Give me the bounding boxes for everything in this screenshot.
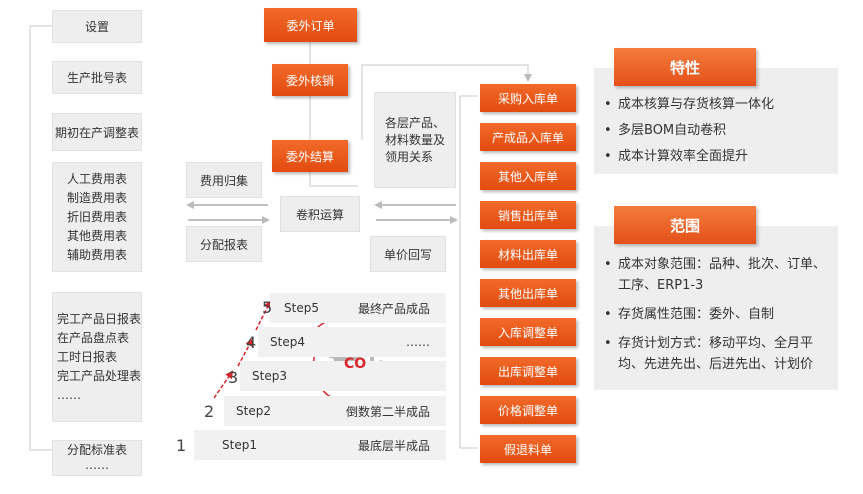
initial-wip-label: 期初在产调整表 (54, 125, 139, 140)
batch-table-box[interactable]: 生产批号表 (52, 61, 142, 94)
multilevel-line: 材料数量及 (385, 132, 446, 147)
outsource-settlement-box[interactable]: 委外结算 (272, 140, 348, 172)
features-list: 成本核算与存货核算一体化 多层BOM自动卷积 成本计算效率全面提升 (604, 92, 774, 170)
step-row-3: Step3 (240, 361, 446, 391)
doc-label: 其他入库单 (497, 169, 558, 184)
scope-item: 存货属性范围：委外、自制 (604, 304, 832, 325)
daily-report-item: 完工产品日报表 (57, 311, 142, 326)
step-row-5: Step5 最终产品成品 (270, 293, 446, 323)
doc-purchase-receipt[interactable]: 采购入库单 (480, 84, 576, 112)
scope-item: 存货计划方式：移动平均、全月平均、先进先出、后进先出、计划价 (604, 333, 832, 375)
step-number: 4 (246, 333, 257, 352)
initial-wip-box[interactable]: 期初在产调整表 (52, 113, 142, 151)
settings-label: 设置 (84, 20, 109, 34)
daily-report-item: …… (57, 387, 81, 402)
top-doc-connector (361, 64, 532, 140)
daily-report-item: 完工产品处理表 (57, 368, 142, 383)
daily-report-item: 在产品盘点表 (57, 330, 130, 345)
left-bracket-line (29, 25, 52, 451)
expense-table-item: 折旧费用表 (67, 209, 128, 224)
expense-table-item: 辅助费用表 (67, 247, 128, 262)
step-result: 最底层半成品 (357, 438, 430, 453)
batch-table-label: 生产批号表 (66, 71, 127, 85)
unit-price-writeback-label: 单价回写 (383, 247, 432, 262)
allocation-report-box[interactable]: 分配报表 (186, 226, 262, 262)
daily-report-item: 工时日报表 (57, 349, 118, 364)
doc-label: 入库调整单 (497, 325, 558, 340)
settings-box[interactable]: 设置 (52, 10, 142, 43)
doc-label: 材料出库单 (497, 247, 558, 262)
features-title-text: 特性 (669, 58, 700, 77)
doc-sales-issue[interactable]: 销售出库单 (480, 201, 576, 229)
cost-attribution-box[interactable]: 费用归集 (186, 162, 262, 198)
doc-label: 价格调整单 (497, 403, 558, 418)
scope-title-text: 范围 (669, 216, 700, 235)
doc-receipt-adjust[interactable]: 入库调整单 (480, 318, 576, 346)
daily-reports-box[interactable]: 完工产品日报表 在产品盘点表 工时日报表 完工产品处理表 …… (52, 292, 142, 422)
gear-label: CO (344, 356, 367, 372)
doc-other-receipt[interactable]: 其他入库单 (480, 162, 576, 190)
scope-title: 范围 (614, 206, 756, 244)
multilevel-line: 领用关系 (385, 149, 434, 164)
features-title: 特性 (614, 48, 756, 86)
step-number: 2 (204, 402, 215, 421)
cost-attribution-label: 费用归集 (199, 173, 248, 188)
outsource-settlement-label: 委外结算 (285, 149, 334, 164)
allocation-std-more: …… (85, 458, 109, 472)
allocation-report-label: 分配报表 (199, 237, 248, 252)
step-number: 5 (262, 298, 273, 317)
step-result: 倒数第二半成品 (345, 404, 430, 419)
doc-label: 产成品入库单 (491, 130, 564, 145)
scope-list: 成本对象范围：品种、批次、订单、工序、ERP1-3 存货属性范围：委外、自制 存… (604, 254, 832, 375)
doc-label: 采购入库单 (497, 91, 558, 106)
step-row-1: Step1 最底层半成品 (194, 430, 446, 460)
step-label: Step3 (252, 369, 287, 383)
step-label: Step5 (284, 301, 319, 315)
step-label: Step1 (222, 438, 257, 452)
doc-label: 其他出库单 (497, 286, 558, 301)
expense-tables-box[interactable]: 人工费用表 制造费用表 折旧费用表 其他费用表 辅助费用表 (52, 162, 142, 272)
doc-label: 假退料单 (503, 442, 552, 457)
step-row-2: Step2 倒数第二半成品 (224, 396, 446, 426)
doc-label: 出库调整单 (497, 364, 558, 379)
scope-item: 成本对象范围：品种、批次、订单、工序、ERP1-3 (604, 254, 832, 296)
expense-table-item: 人工费用表 (67, 171, 128, 186)
multilevel-line: 各层产品、 (385, 115, 446, 130)
step-arrow-3-4 (237, 338, 253, 367)
unit-price-writeback-box[interactable]: 单价回写 (370, 236, 446, 272)
outsource-order-label: 委外订单 (286, 18, 335, 33)
scope-panel: 成本对象范围：品种、批次、订单、工序、ERP1-3 存货属性范围：委外、自制 存… (594, 226, 838, 390)
step-label: Step2 (236, 404, 271, 418)
allocation-std-box[interactable]: 分配标准表 …… (52, 440, 142, 476)
rollup-box[interactable]: 卷积运算 (280, 196, 360, 232)
doc-issue-adjust[interactable]: 出库调整单 (480, 357, 576, 385)
feature-item: 成本计算效率全面提升 (604, 144, 774, 170)
rollup-label: 卷积运算 (295, 207, 344, 222)
doc-bracket-line (459, 95, 478, 449)
doc-price-adjust[interactable]: 价格调整单 (480, 396, 576, 424)
feature-item: 成本核算与存货核算一体化 (604, 92, 774, 118)
doc-other-issue[interactable]: 其他出库单 (480, 279, 576, 307)
allocation-std-label: 分配标准表 (66, 443, 127, 457)
outsource-writeoff-box[interactable]: 委外核销 (272, 64, 348, 96)
expense-table-item: 制造费用表 (67, 190, 128, 205)
step-row-4: Step4 …… (258, 327, 446, 357)
step-arrow-4-5 (255, 300, 271, 331)
doc-return-material[interactable]: 假退料单 (480, 435, 576, 463)
multilevel-box: 各层产品、 材料数量及 领用关系 (374, 92, 456, 188)
expense-table-item: 其他费用表 (67, 228, 128, 243)
doc-label: 销售出库单 (497, 208, 558, 223)
doc-material-issue[interactable]: 材料出库单 (480, 240, 576, 268)
step-label: Step4 (270, 335, 305, 349)
step-result: 最终产品成品 (357, 301, 430, 316)
outsource-writeoff-label: 委外核销 (285, 73, 334, 88)
step-result: …… (406, 335, 430, 349)
doc-finished-receipt[interactable]: 产成品入库单 (480, 123, 576, 151)
step-number: 3 (228, 368, 239, 387)
step-number: 1 (176, 436, 187, 455)
outsource-order-box[interactable]: 委外订单 (264, 8, 357, 42)
step-arrow-2-3 (213, 370, 234, 399)
feature-item: 多层BOM自动卷积 (604, 118, 774, 144)
